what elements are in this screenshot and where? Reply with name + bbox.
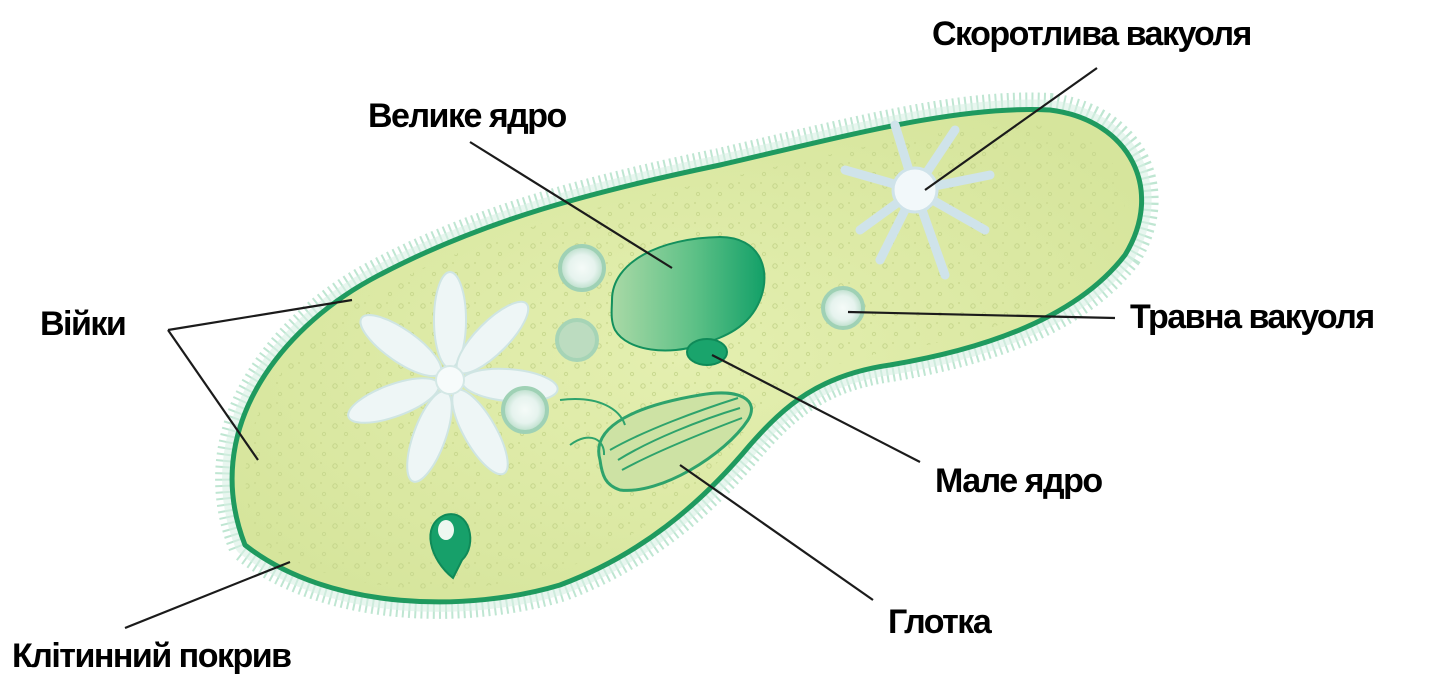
label-digestive-vacuole: Травна вакуоля [1130,298,1374,336]
micronucleus [687,339,727,365]
label-pharynx: Глотка [888,603,993,641]
label-micronucleus: Мале ядро [935,462,1102,500]
label-macronucleus: Велике ядро [368,97,567,135]
label-contractile-vacuole: Скоротлива вакуоля [932,15,1251,53]
label-cell-membrane: Клітинний покрив [12,637,291,675]
label-cilia: Війки [40,305,125,343]
